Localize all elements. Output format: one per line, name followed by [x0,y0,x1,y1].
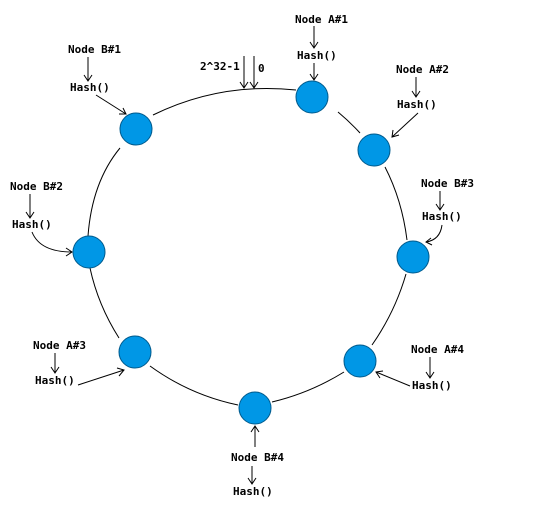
node-b2-circle[interactable] [72,235,106,269]
node-a1-circle[interactable] [295,80,329,114]
node-b2-name: Node B#2 [10,180,63,193]
node-a2-circle[interactable] [357,133,391,167]
node-a1-name: Node A#1 [295,13,348,26]
node-a3-circle[interactable] [118,335,152,369]
node-a2-name: Node A#2 [396,63,449,76]
ring-origin-arrows [239,56,259,89]
node-b2-callout: Node B#2 Hash() [10,180,73,257]
ring-arc-a4-b4 [271,371,345,403]
node-a3-name: Node A#3 [33,339,86,352]
ring-arc-b2-b1 [87,147,121,237]
node-a4-name: Node A#4 [411,343,464,356]
node-b3-name: Node B#3 [421,177,474,190]
node-b3-hash: Hash() [422,210,462,223]
ring-arc-a2-b3 [384,166,408,241]
node-b1-circle[interactable] [119,112,153,146]
ring-nodes [72,80,430,425]
node-a4-callout: Node A#4 Hash() [375,343,464,392]
node-b4-hash: Hash() [233,485,273,498]
node-a1-hash: Hash() [297,49,337,62]
node-b3-circle[interactable] [396,240,430,274]
node-a2-callout: Node A#2 Hash() [391,63,449,138]
hash-ring [87,87,408,406]
ring-arc-b1-a1 [152,87,297,116]
node-b4-callout: Node B#4 Hash() [231,425,284,498]
node-b4-name: Node B#4 [231,451,284,464]
ring-origin: 2^32-1 0 [200,56,265,89]
node-b1-hash: Hash() [70,81,110,94]
node-a4-circle[interactable] [343,344,377,378]
node-b1-name: Node B#1 [68,43,121,56]
ring-arc-a1-a2 [337,111,361,134]
node-a2-hash: Hash() [397,98,437,111]
node-a3-hash: Hash() [35,374,75,387]
node-b3-callout: Node B#3 Hash() [421,177,474,246]
node-a3-callout: Node A#3 Hash() [33,339,125,387]
ring-arc-a3-b2 [89,267,120,339]
ring-arc-b4-a3 [149,365,239,406]
ring-max-label: 2^32-1 [200,60,240,73]
node-b1-callout: Node B#1 Hash() [68,43,127,115]
node-a1-callout: Node A#1 Hash() [295,13,348,81]
node-b4-circle[interactable] [238,391,272,425]
ring-arc-b3-a4 [371,273,407,346]
ring-zero-label: 0 [258,62,265,75]
node-b2-hash: Hash() [12,218,52,231]
node-a4-hash: Hash() [412,379,452,392]
